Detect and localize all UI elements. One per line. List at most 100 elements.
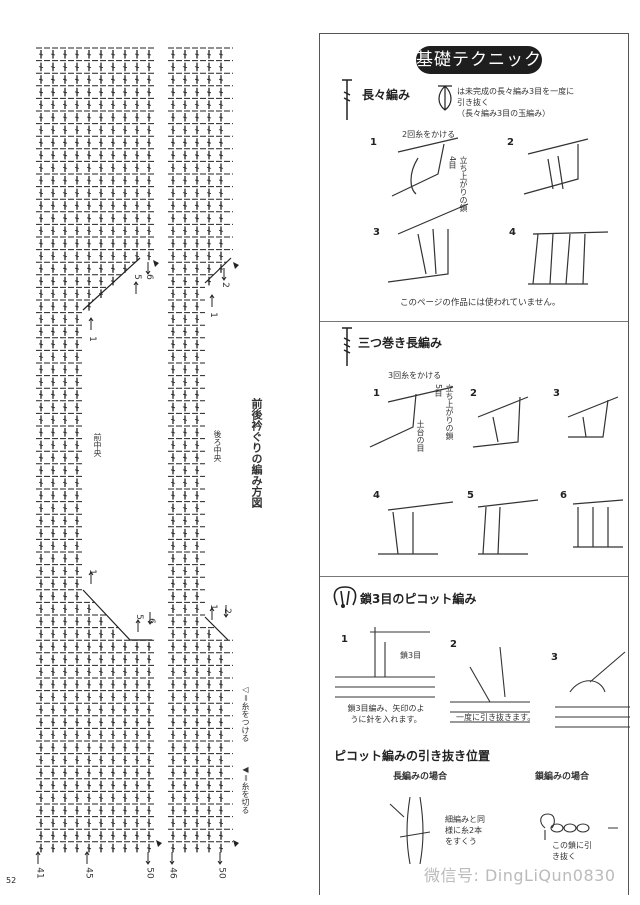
stitch-tick	[182, 582, 188, 585]
stitch-tick	[38, 393, 44, 396]
stitch-tick	[50, 507, 56, 509]
stitch-tick	[74, 683, 80, 686]
stitch-tick	[194, 658, 200, 661]
stitch-tick	[182, 557, 188, 560]
stitch-tick	[170, 519, 176, 522]
stitch-tick	[50, 532, 56, 535]
stitch-tick	[38, 608, 44, 610]
stitch-tick	[50, 141, 56, 144]
stitch-tick	[74, 179, 80, 182]
stitch-tick	[110, 230, 116, 232]
stitch-tick	[218, 696, 224, 698]
stitch-tick	[170, 507, 176, 509]
stitch-tick	[194, 267, 200, 270]
stitch-tick	[62, 242, 68, 245]
stitch-tick	[74, 847, 80, 850]
stitch-tick	[62, 419, 68, 421]
stitch-tick	[206, 91, 212, 94]
stitch-tick	[206, 179, 212, 182]
stitch-tick	[206, 255, 212, 257]
stitch-tick	[74, 230, 80, 232]
stitch-tick	[146, 116, 152, 119]
triple-treble-symbol-icon	[342, 327, 352, 366]
stitch-tick	[122, 217, 128, 220]
stitch-tick	[170, 582, 176, 585]
stitch-tick	[74, 545, 80, 547]
step-number: 4	[373, 490, 380, 501]
stitch-tick	[206, 847, 212, 850]
stitch-tick	[170, 330, 176, 333]
stitch-tick	[50, 406, 56, 409]
stitch-tick	[182, 809, 188, 812]
stitch-tick	[74, 293, 80, 295]
stitch-tick	[50, 255, 56, 257]
row-arrow	[217, 852, 223, 865]
stitch-tick	[50, 708, 56, 711]
stitch-tick	[182, 645, 188, 648]
stitch-tick	[98, 658, 104, 661]
stitch-tick	[50, 746, 56, 749]
stitch-tick	[86, 217, 92, 220]
stitch-tick	[74, 167, 80, 169]
stitch-tick	[38, 809, 44, 812]
stitch-tick	[194, 53, 200, 56]
stitch-tick	[206, 167, 212, 169]
stitch-tick	[62, 494, 68, 497]
stitch-tick	[182, 217, 188, 220]
stitch-tick	[194, 696, 200, 698]
stitch-tick	[50, 582, 56, 585]
symbol-note-line: 引き抜く	[457, 98, 489, 107]
stitch-tick	[62, 444, 68, 446]
section-heading: 鎖3目のピコット編み	[360, 592, 477, 606]
stitch-tick	[110, 167, 116, 169]
stitch-tick	[194, 141, 200, 144]
stitch-tick	[218, 91, 224, 94]
stitch-tick	[218, 204, 224, 207]
stitch-tick	[182, 620, 188, 623]
stitch-tick	[86, 822, 92, 824]
legend-cut: ◀＝糸を切る	[241, 765, 250, 814]
stitch-tick	[50, 280, 56, 283]
stitch-tick	[38, 280, 44, 283]
stitch-tick	[206, 759, 212, 761]
stitch-tick	[182, 318, 188, 320]
chart-title: 前後衿ぐりの編み方図	[250, 398, 263, 508]
stitch-tick	[194, 797, 200, 799]
stitch-tick	[218, 255, 224, 257]
stitch-tick	[218, 154, 224, 157]
stitch-tick	[182, 129, 188, 131]
stitch-tick	[110, 104, 116, 106]
stitch-tick	[146, 809, 152, 812]
stitch-tick	[206, 141, 212, 144]
stitch-tick	[146, 797, 152, 799]
row-arrow	[223, 605, 229, 618]
stitch-tick	[86, 645, 92, 648]
stitch-tick	[170, 53, 176, 56]
stitch-tick	[38, 469, 44, 472]
stitch-tick	[86, 179, 92, 182]
stitch-tick	[62, 204, 68, 207]
stitch-tick	[170, 847, 176, 850]
stitch-tick	[218, 242, 224, 245]
stitch-tick	[194, 242, 200, 245]
stitch-tick	[146, 204, 152, 207]
stitch-tick	[170, 595, 176, 598]
stitch-tick	[194, 469, 200, 472]
stitch-tick	[98, 66, 104, 68]
stitch-tick	[98, 721, 104, 724]
stitch-tick	[86, 671, 92, 673]
stitch-tick	[98, 204, 104, 207]
stitch-tick	[62, 318, 68, 320]
stitch-tick	[38, 66, 44, 68]
stitch-tick	[74, 507, 80, 509]
stitch-tick	[206, 671, 212, 673]
stitch-tick	[74, 822, 80, 824]
stitch-tick	[146, 91, 152, 94]
stitch-tick	[218, 179, 224, 182]
stitch-tick	[206, 809, 212, 812]
row-label: 6	[143, 274, 154, 280]
stitch-tick	[134, 255, 140, 257]
stitch-tick	[50, 771, 56, 774]
stitch-tick	[74, 91, 80, 94]
stitch-tick	[206, 683, 212, 686]
